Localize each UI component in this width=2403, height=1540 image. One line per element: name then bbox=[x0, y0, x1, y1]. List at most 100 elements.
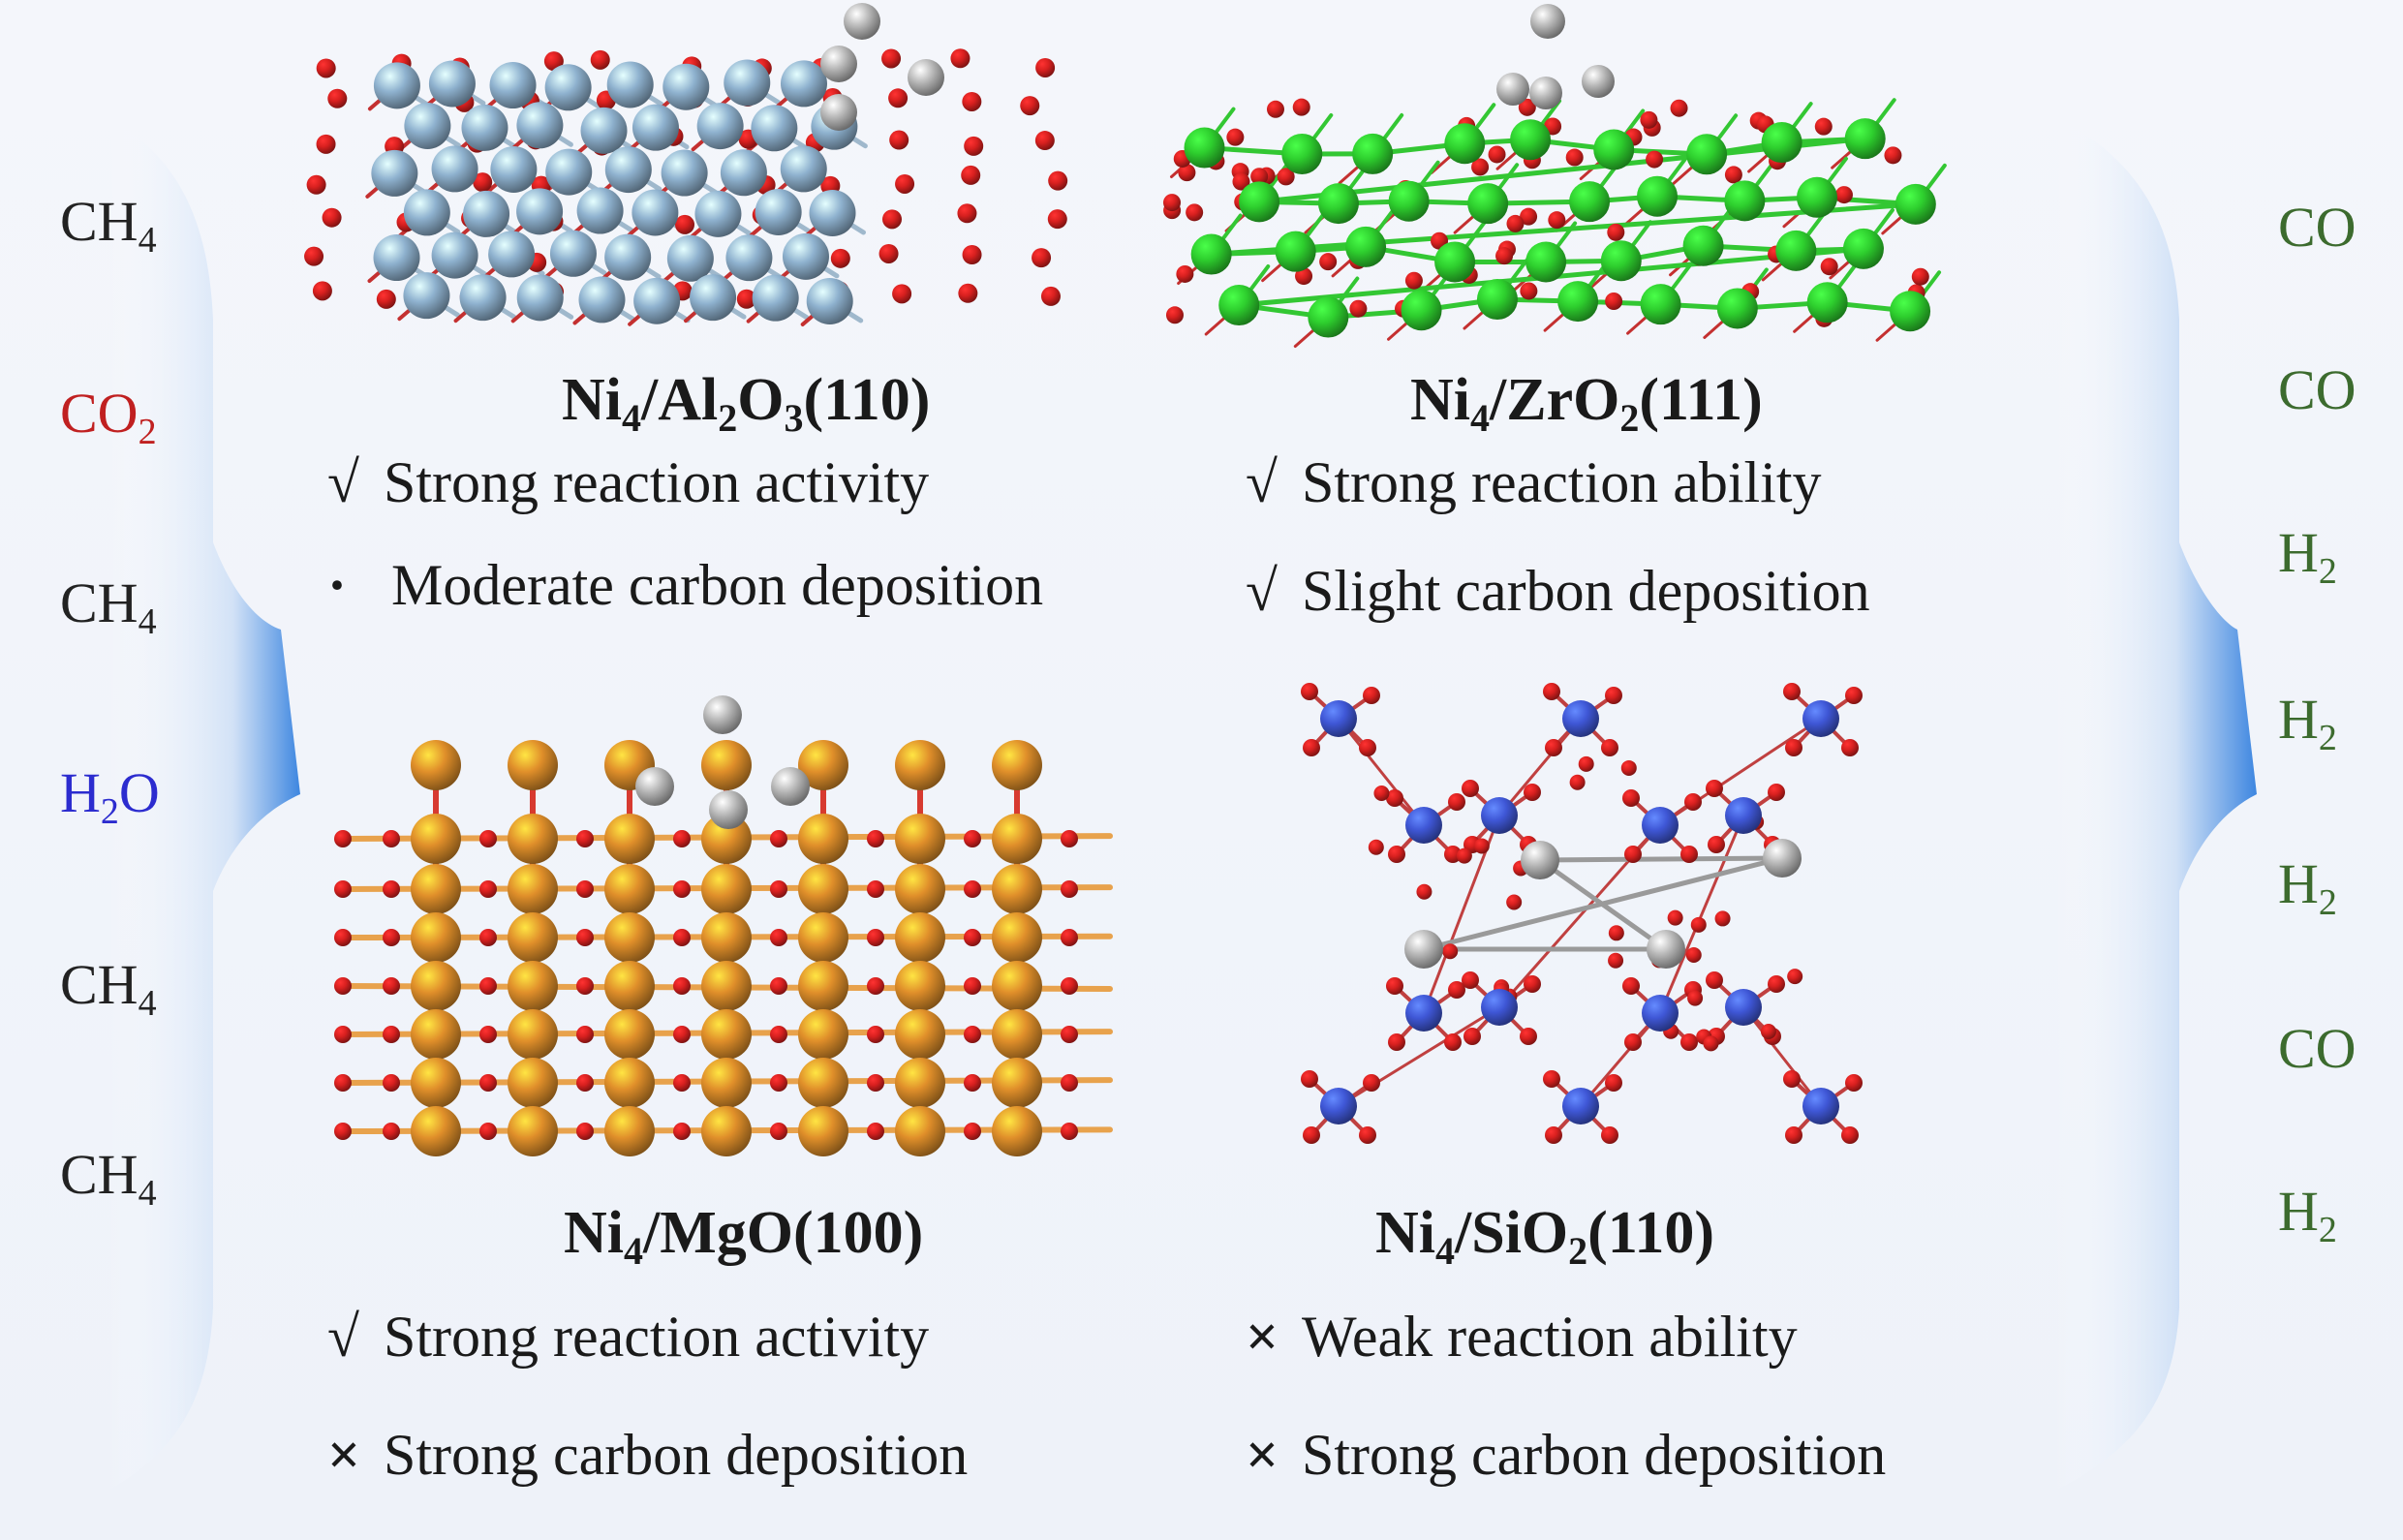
oxygen-atom bbox=[1048, 170, 1068, 191]
magnesium-atom bbox=[508, 1058, 558, 1108]
oxygen-atom bbox=[479, 880, 497, 898]
oxygen-atom bbox=[770, 1123, 787, 1140]
aluminum-atom bbox=[463, 190, 510, 237]
oxygen-atom bbox=[964, 880, 981, 898]
aluminum-atom bbox=[545, 148, 593, 196]
feature-al2o3-activity: √Strong reaction activity bbox=[327, 450, 930, 514]
oxygen-atom bbox=[383, 880, 400, 898]
magnesium-atom bbox=[895, 814, 945, 864]
bond bbox=[1337, 1005, 1501, 1108]
nickel-atom bbox=[1404, 930, 1443, 969]
zirconium-atom bbox=[1844, 118, 1886, 160]
oxygen-atom bbox=[1444, 1033, 1462, 1051]
oxygen-atom bbox=[964, 977, 981, 995]
oxygen-atom bbox=[830, 248, 850, 268]
oxygen-atom bbox=[1640, 110, 1658, 129]
silicon-atom bbox=[1562, 700, 1599, 737]
product-h2-1: H2 bbox=[2278, 521, 2337, 592]
oxygen-atom bbox=[479, 1123, 497, 1140]
oxygen-atom bbox=[1569, 774, 1586, 790]
feature-sio2-carbon: ×Strong carbon deposition bbox=[1246, 1423, 1887, 1487]
oxygen-atom bbox=[962, 91, 982, 111]
aluminum-atom bbox=[488, 231, 536, 278]
oxygen-atom bbox=[1518, 98, 1536, 116]
magnesium-atom bbox=[604, 1106, 655, 1156]
oxygen-atom bbox=[1506, 894, 1523, 910]
aluminum-atom bbox=[694, 190, 742, 237]
magnesium-atom bbox=[604, 1009, 655, 1060]
zirconium-atom bbox=[1682, 225, 1724, 266]
oxygen-atom bbox=[1163, 194, 1182, 212]
feature-zro2-ability: √Strong reaction ability bbox=[1246, 450, 1822, 514]
aluminum-atom bbox=[604, 233, 652, 281]
oxygen-atom bbox=[1605, 293, 1623, 311]
oxygen-atom bbox=[964, 136, 984, 156]
aluminum-atom bbox=[632, 189, 679, 236]
zirconium-atom bbox=[1796, 176, 1837, 218]
oxygen-atom bbox=[1524, 975, 1541, 993]
product-co-3: CO bbox=[2278, 1017, 2357, 1080]
oxygen-atom bbox=[383, 1026, 400, 1043]
zirconium-atom bbox=[1761, 122, 1802, 164]
oxygen-atom bbox=[1463, 1028, 1481, 1045]
oxygen-atom bbox=[881, 48, 902, 69]
aluminum-atom bbox=[661, 149, 708, 197]
oxygen-atom bbox=[1035, 57, 1056, 77]
zirconium-atom bbox=[1557, 281, 1599, 323]
magnesium-atom bbox=[798, 1106, 848, 1156]
oxygen-atom bbox=[1363, 687, 1380, 704]
magnesium-atom bbox=[701, 740, 752, 790]
oxygen-atom bbox=[878, 243, 899, 263]
aluminum-atom bbox=[720, 149, 767, 197]
reactant-h2o: H2O bbox=[60, 761, 160, 832]
magnesium-atom bbox=[701, 814, 752, 864]
zirconium-atom bbox=[1686, 134, 1728, 175]
oxygen-atom bbox=[1462, 780, 1479, 797]
nickel-atom bbox=[820, 94, 857, 131]
oxygen-atom bbox=[867, 830, 884, 847]
aluminum-atom bbox=[690, 274, 737, 322]
oxygen-atom bbox=[316, 134, 336, 154]
magnesium-atom bbox=[508, 1106, 558, 1156]
oxygen-atom bbox=[334, 1074, 352, 1092]
nickel-atom bbox=[820, 46, 857, 82]
cross-icon: × bbox=[327, 1423, 361, 1487]
nickel-atom bbox=[1763, 839, 1802, 878]
aluminum-atom bbox=[724, 59, 771, 107]
cross-icon: × bbox=[1246, 1305, 1279, 1369]
oxygen-atom bbox=[1690, 916, 1707, 933]
oxygen-atom bbox=[957, 203, 977, 224]
oxygen-atom bbox=[1646, 150, 1664, 169]
oxygen-atom bbox=[1714, 910, 1731, 927]
oxygen-atom bbox=[736, 289, 756, 309]
oxygen-atom bbox=[1061, 830, 1078, 847]
aluminum-atom bbox=[516, 274, 564, 322]
oxygen-atom bbox=[673, 929, 691, 946]
oxygen-atom bbox=[1608, 952, 1624, 969]
zirconium-atom bbox=[1275, 231, 1316, 272]
oxygen-atom bbox=[383, 1123, 400, 1140]
oxygen-atom bbox=[1061, 880, 1078, 898]
magnesium-atom bbox=[604, 814, 655, 864]
product-co-2: CO bbox=[2278, 358, 2357, 421]
oxygen-atom bbox=[1416, 883, 1433, 900]
product-co-1: CO bbox=[2278, 196, 2357, 259]
magnesium-atom bbox=[604, 912, 655, 963]
magnesium-atom bbox=[411, 864, 461, 914]
oxygen-atom bbox=[1578, 755, 1594, 772]
oxygen-atom bbox=[1495, 247, 1514, 265]
aluminum-atom bbox=[516, 188, 564, 235]
oxygen-atom bbox=[889, 130, 909, 150]
oxygen-atom bbox=[479, 977, 497, 995]
oxygen-atom bbox=[576, 830, 594, 847]
oxygen-atom bbox=[1303, 1126, 1320, 1144]
oxygen-atom bbox=[964, 1074, 981, 1092]
aluminum-atom bbox=[751, 105, 798, 152]
aluminum-atom bbox=[516, 102, 564, 149]
oxygen-atom bbox=[673, 880, 691, 898]
oxygen-atom bbox=[1448, 981, 1465, 999]
oxygen-atom bbox=[1462, 971, 1479, 989]
oxygen-atom bbox=[867, 929, 884, 946]
